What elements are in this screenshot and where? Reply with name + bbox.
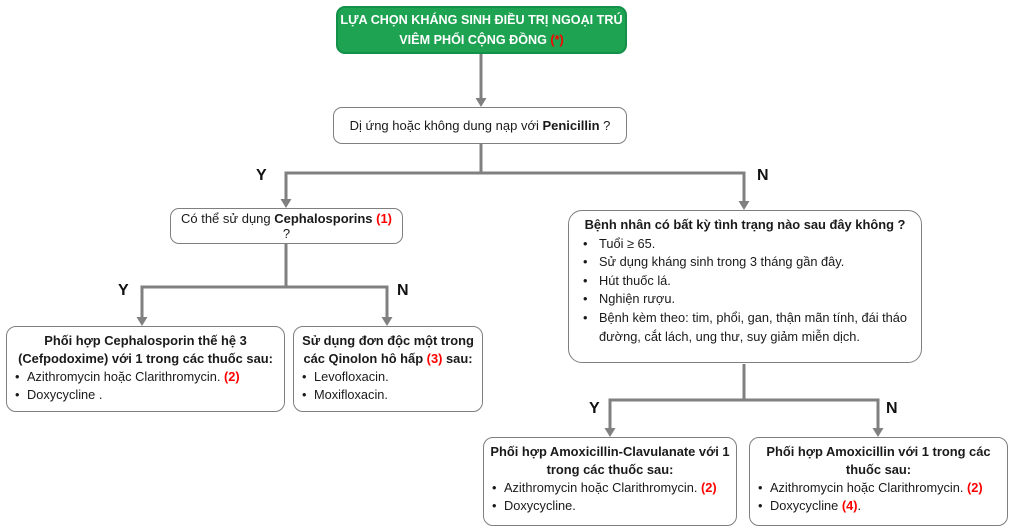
outcome-quinolone-node: Sử dụng đơn độc một trong các Qinolon hô… <box>293 326 483 412</box>
question-cephalosporins-node: Có thể sử dụng Cephalosporins (1) ? <box>170 208 403 244</box>
list-item: •Sử dụng kháng sinh trong 3 tháng gần đâ… <box>577 253 913 272</box>
conditions-title: Bệnh nhân có bất kỳ tình trạng nào sau đ… <box>584 217 906 232</box>
bullet-icon: • <box>583 309 588 325</box>
list-item: •Bệnh kèm theo: tim, phổi, gan, thận mãn… <box>577 309 913 346</box>
root-title-line1: LỰA CHỌN KHÁNG SINH ĐIỀU TRỊ NGOẠI TRÚ <box>340 12 623 27</box>
outcome-cephalosporin3-list: •Azithromycin hoặc Clarithromycin. (2) •… <box>13 368 278 405</box>
bullet-icon: • <box>15 387 20 403</box>
outcome-amoxicillin-node: Phối hợp Amoxicillin với 1 trong các thu… <box>749 437 1008 526</box>
list-item: •Azithromycin hoặc Clarithromycin. (2) <box>756 479 1001 498</box>
question-penicillin-node: Dị ứng hoặc không dung nạp với Penicilli… <box>333 107 627 144</box>
footnote-3-mark: (3) <box>426 350 443 366</box>
branch1-no-label: N <box>757 167 769 184</box>
branch2-yes-label: Y <box>118 282 129 299</box>
question-cephalosporins-text: Có thể sử dụng Cephalosporins (1) ? <box>180 211 392 241</box>
outcome-amoxicillin-list: •Azithromycin hoặc Clarithromycin. (2) •… <box>756 479 1001 516</box>
list-item: •Hút thuốc lá. <box>577 272 913 291</box>
outcome-quinolone-title: Sử dụng đơn độc một trong các Qinolon hô… <box>302 333 474 366</box>
outcome-amoxicillin-clavulanate-list: •Azithromycin hoặc Clarithromycin. (2) •… <box>490 479 730 516</box>
list-item: •Azithromycin hoặc Clarithromycin. (2) <box>490 479 730 498</box>
outcome-amoxicillin-clavulanate-node: Phối hợp Amoxicillin-Clavulanate với 1 t… <box>483 437 737 526</box>
root-node-title: LỰA CHỌN KHÁNG SINH ĐIỀU TRỊ NGOẠI TRÚ V… <box>336 6 627 54</box>
list-item: •Azithromycin hoặc Clarithromycin. (2) <box>13 368 278 387</box>
bullet-icon: • <box>583 254 588 270</box>
list-item: •Nghiện rượu. <box>577 290 913 309</box>
list-item: •Doxycycline . <box>13 386 278 405</box>
bullet-icon: • <box>302 368 307 384</box>
footnote-1-mark: (1) <box>376 211 392 226</box>
branch3-no-label: N <box>886 400 898 417</box>
bullet-icon: • <box>583 235 588 251</box>
bullet-icon: • <box>302 387 307 403</box>
outcome-cephalosporin3-title: Phối hợp Cephalosporin thế hệ 3 (Cefpodo… <box>18 333 273 366</box>
outcome-quinolone-list: •Levofloxacin. •Moxifloxacin. <box>300 368 476 405</box>
bullet-icon: • <box>492 498 497 514</box>
bullet-icon: • <box>583 272 588 288</box>
root-footnote-mark: (*) <box>550 33 564 47</box>
footnote-4-mark: (4) <box>841 498 858 514</box>
question-conditions-node: Bệnh nhân có bất kỳ tình trạng nào sau đ… <box>568 210 922 363</box>
branch1-yes-label: Y <box>256 167 267 184</box>
bullet-icon: • <box>492 479 497 495</box>
outcome-amoxicillin-title: Phối hợp Amoxicillin với 1 trong các thu… <box>766 444 991 477</box>
conditions-bullet-list: •Tuổi ≥ 65. •Sử dụng kháng sinh trong 3 … <box>577 235 913 346</box>
list-item: •Doxycycline (4). <box>756 497 1001 516</box>
bullet-icon: • <box>758 479 763 495</box>
branch2-no-label: N <box>397 282 409 299</box>
footnote-2-mark: (2) <box>967 479 983 495</box>
footnote-2-mark: (2) <box>701 479 717 495</box>
list-item: •Tuổi ≥ 65. <box>577 235 913 254</box>
footnote-2-mark: (2) <box>224 368 240 384</box>
bullet-icon: • <box>583 291 588 307</box>
list-item: •Doxycycline. <box>490 497 730 516</box>
list-item: •Moxifloxacin. <box>300 386 476 405</box>
branch3-yes-label: Y <box>589 400 600 417</box>
bullet-icon: • <box>15 368 20 384</box>
outcome-amoxicillin-clavulanate-title: Phối hợp Amoxicillin-Clavulanate với 1 t… <box>490 444 730 477</box>
root-title-line2: VIÊM PHỔI CỘNG ĐỒNG (*) <box>399 33 564 47</box>
outcome-cephalosporin3-node: Phối hợp Cephalosporin thế hệ 3 (Cefpodo… <box>6 326 285 412</box>
list-item: •Levofloxacin. <box>300 368 476 387</box>
bullet-icon: • <box>758 498 763 514</box>
question-penicillin-text: Dị ứng hoặc không dung nạp với Penicilli… <box>349 118 611 133</box>
